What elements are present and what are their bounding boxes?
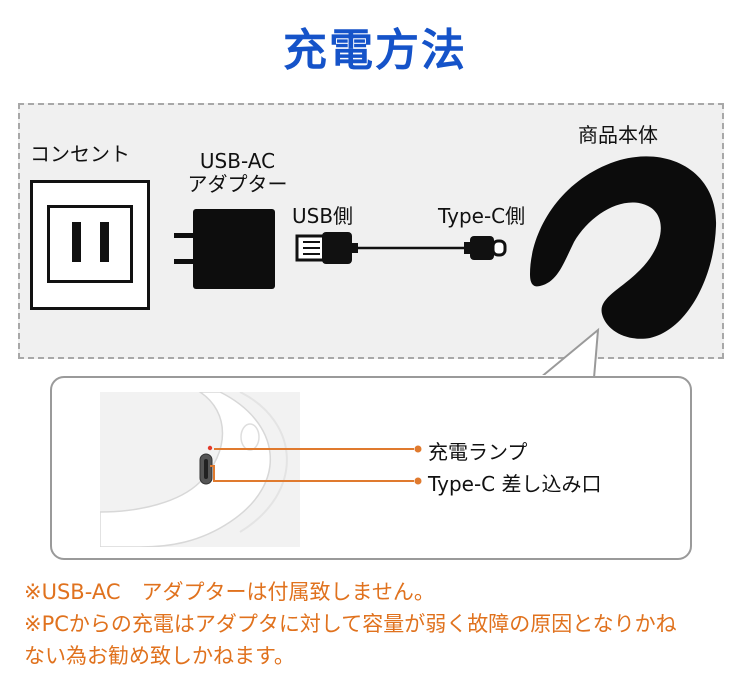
- note-line-2: ※PCからの充電はアダプタに対して容量が弱く故障の原因となりかね: [24, 612, 677, 636]
- port-callout-dot: [414, 477, 422, 485]
- typec-connector-icon: [464, 236, 507, 260]
- device-closeup-graphic: [100, 392, 300, 547]
- typec-port-label: Type-C 差し込み口: [428, 472, 602, 496]
- outlet-label: コンセント: [30, 142, 130, 166]
- adapter-label: USB-AC アダプター: [175, 150, 300, 196]
- charging-lamp-label: 充電ランプ: [428, 440, 528, 464]
- device-closeup-photo: [100, 392, 300, 547]
- wall-outlet-icon: [30, 180, 150, 310]
- adapter-label-line1: USB-AC: [199, 149, 276, 173]
- lamp-callout-dot: [414, 445, 422, 453]
- port-callout-line: [210, 465, 414, 482]
- usb-side-label: USB側: [292, 204, 354, 228]
- note-line-1: ※USB-AC アダプターは付属致しません。: [24, 580, 435, 604]
- usb-ac-adapter-icon: [193, 209, 275, 289]
- adapter-prong-bottom: [174, 259, 194, 264]
- device-label: 商品本体: [578, 123, 658, 147]
- zoom-pointer: [539, 327, 600, 379]
- adapter-label-line2: アダプター: [187, 172, 288, 196]
- typec-side-label: Type-C側: [438, 204, 526, 228]
- neckband-device-icon: [530, 156, 717, 339]
- outlet-slot-left: [72, 222, 81, 262]
- adapter-prong-top: [174, 233, 194, 238]
- outlet-slot-right: [100, 222, 109, 262]
- page-title: 充電方法: [283, 25, 467, 76]
- outlet-faceplate: [47, 205, 133, 283]
- note-line-3: ない為お勧め致しかねます。: [24, 644, 295, 668]
- usb-a-connector-icon: [295, 232, 358, 264]
